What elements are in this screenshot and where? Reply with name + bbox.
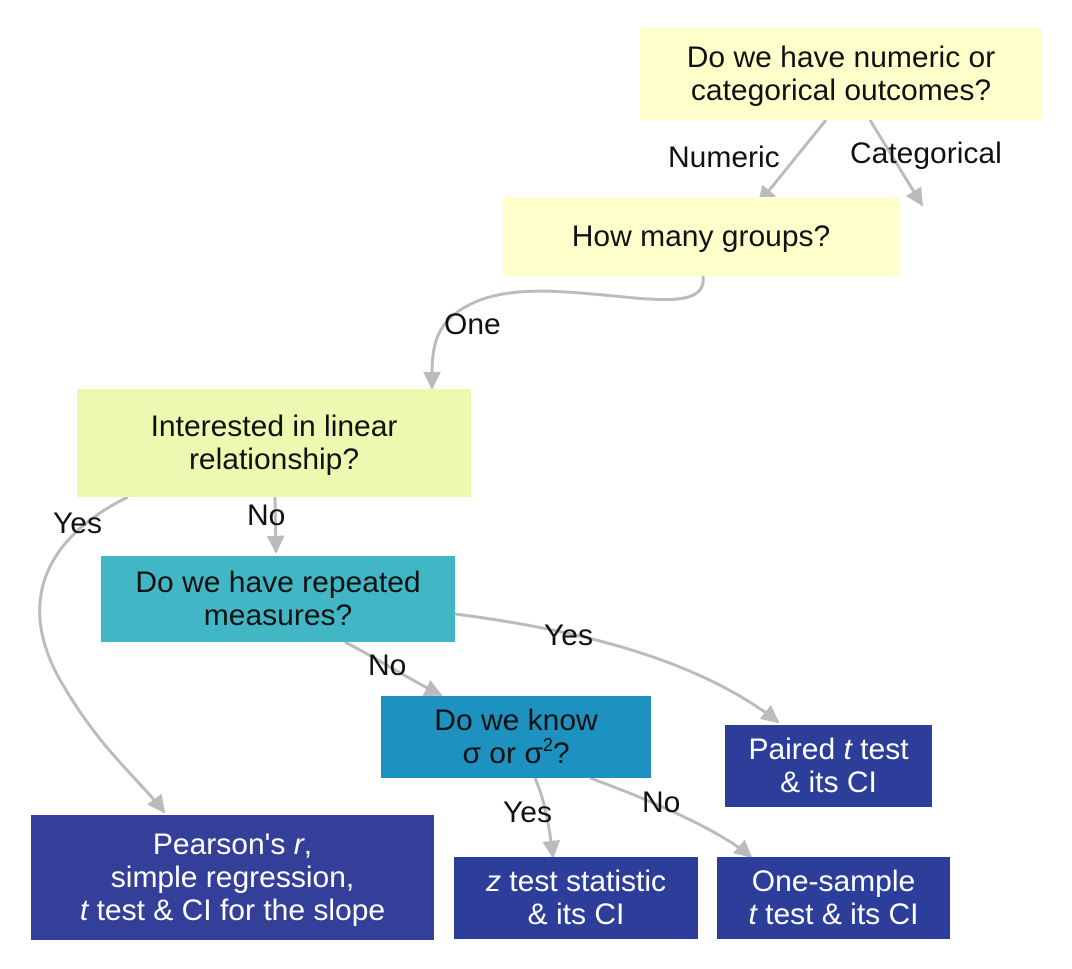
paired-prefix: Paired (748, 733, 844, 766)
edge-linear-no (266, 496, 285, 554)
label-linear-no: No (247, 499, 286, 532)
pearson-prefix: Pearson's (152, 828, 294, 861)
edge-one (422, 275, 705, 390)
label-one: One (444, 308, 501, 341)
node-linear-question: Interested in linear relationship? (77, 389, 471, 497)
node-pearson-line-3: t test & CI for the slope (80, 894, 385, 927)
node-pearson-line-1: Pearson's r, (153, 828, 312, 861)
node-repeated-line-2: measures? (203, 599, 353, 632)
node-z-line-2: & its CI (527, 898, 625, 931)
label-sigma-yes: Yes (503, 796, 552, 829)
one-sample-t-italic: t (748, 898, 757, 931)
node-paired-t: Paired t test & its CI (725, 725, 932, 807)
label-categorical: Categorical (850, 137, 1002, 170)
paired-suffix: test (851, 733, 909, 766)
node-linear-line-1: Interested in linear (150, 410, 398, 443)
label-numeric: Numeric (668, 141, 780, 174)
pearson-t-italic: t (79, 894, 89, 927)
label-sigma-no: No (642, 786, 681, 819)
edge-repeated-yes (454, 612, 780, 724)
edge-categorical (868, 119, 924, 207)
node-pearson-line-2: simple regression, (110, 861, 355, 894)
node-sigma-line-2: σ or σ2? (462, 735, 570, 770)
node-one-sample-t: One-sample t test & its CI (717, 857, 950, 939)
node-groups-line-1: How many groups? (571, 220, 831, 253)
edge-sigma-no (589, 776, 753, 859)
node-paired-line-1: Paired t test (748, 733, 908, 766)
node-groups-question: How many groups? (503, 197, 899, 276)
edge-linear-yes (38, 495, 166, 814)
sigma-question-mark: ? (552, 737, 570, 770)
node-pearson: Pearson's r, simple regression, t test &… (31, 815, 434, 940)
node-outcome-line-1: Do we have numeric or (686, 41, 996, 74)
edge-repeated-no (344, 640, 443, 697)
label-linear-yes: Yes (53, 507, 102, 540)
node-paired-line-2: & its CI (780, 766, 877, 799)
z-italic: z (485, 865, 501, 898)
node-outcome-line-2: categorical outcomes? (690, 74, 992, 107)
node-one-sample-line-2: t test & its CI (748, 898, 918, 931)
label-repeated-yes: Yes (544, 619, 593, 652)
node-z-line-1: z test statistic (486, 865, 666, 898)
node-sigma-question: Do we know σ or σ2? (381, 696, 651, 778)
sigma-text: σ or σ (462, 737, 543, 770)
node-z-test: z test statistic & its CI (454, 857, 698, 939)
paired-t-italic: t (843, 733, 852, 766)
node-one-sample-line-1: One-sample (751, 865, 916, 898)
label-repeated-no: No (368, 649, 407, 682)
pearson-line3-suffix: test & CI for the slope (88, 894, 386, 927)
edge-numeric (757, 119, 828, 205)
node-repeated-question: Do we have repeated measures? (101, 556, 455, 642)
node-linear-line-2: relationship? (188, 443, 360, 476)
pearson-comma: , (303, 828, 313, 861)
z-suffix: test statistic (500, 865, 667, 898)
sigma-squared-exponent: 2 (542, 735, 553, 755)
edge-sigma-yes (533, 777, 561, 859)
pearson-r-italic: r (293, 828, 304, 861)
node-outcome-question: Do we have numeric or categorical outcom… (640, 28, 1042, 120)
one-sample-suffix: test & its CI (756, 898, 919, 931)
node-repeated-line-1: Do we have repeated (135, 566, 421, 599)
node-sigma-line-1: Do we know (434, 704, 598, 737)
